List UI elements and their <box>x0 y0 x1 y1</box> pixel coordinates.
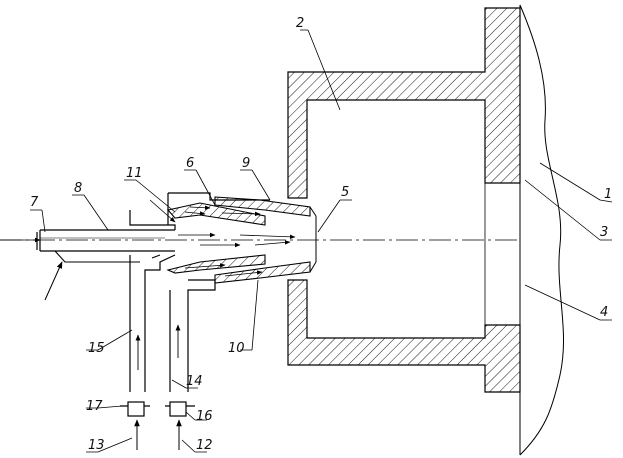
flow-arrows <box>149 199 296 277</box>
supply-pipes <box>129 255 181 392</box>
valves <box>120 401 195 417</box>
label-3: 3 <box>600 225 608 240</box>
nozzle-casing <box>129 192 270 392</box>
label-2: 2 <box>296 16 304 31</box>
label-6: 6 <box>186 156 194 171</box>
label-11: 11 <box>126 166 143 181</box>
label-16: 16 <box>196 409 213 424</box>
feed-pipe <box>36 229 175 301</box>
label-5: 5 <box>341 185 349 200</box>
label-10: 10 <box>228 341 245 356</box>
furnace-wall <box>519 4 565 456</box>
label-13: 13 <box>88 438 105 453</box>
label-9: 9 <box>242 156 250 171</box>
label-15: 15 <box>88 341 105 356</box>
label-1: 1 <box>604 187 612 202</box>
label-17: 17 <box>86 399 103 414</box>
leader-lines <box>30 29 613 453</box>
label-4: 4 <box>600 305 608 320</box>
label-12: 12 <box>196 438 213 453</box>
label-7: 7 <box>30 195 39 210</box>
label-8: 8 <box>74 181 82 196</box>
chamber-housing <box>287 7 521 393</box>
inlet-arrows <box>134 419 182 450</box>
label-14: 14 <box>186 374 203 389</box>
